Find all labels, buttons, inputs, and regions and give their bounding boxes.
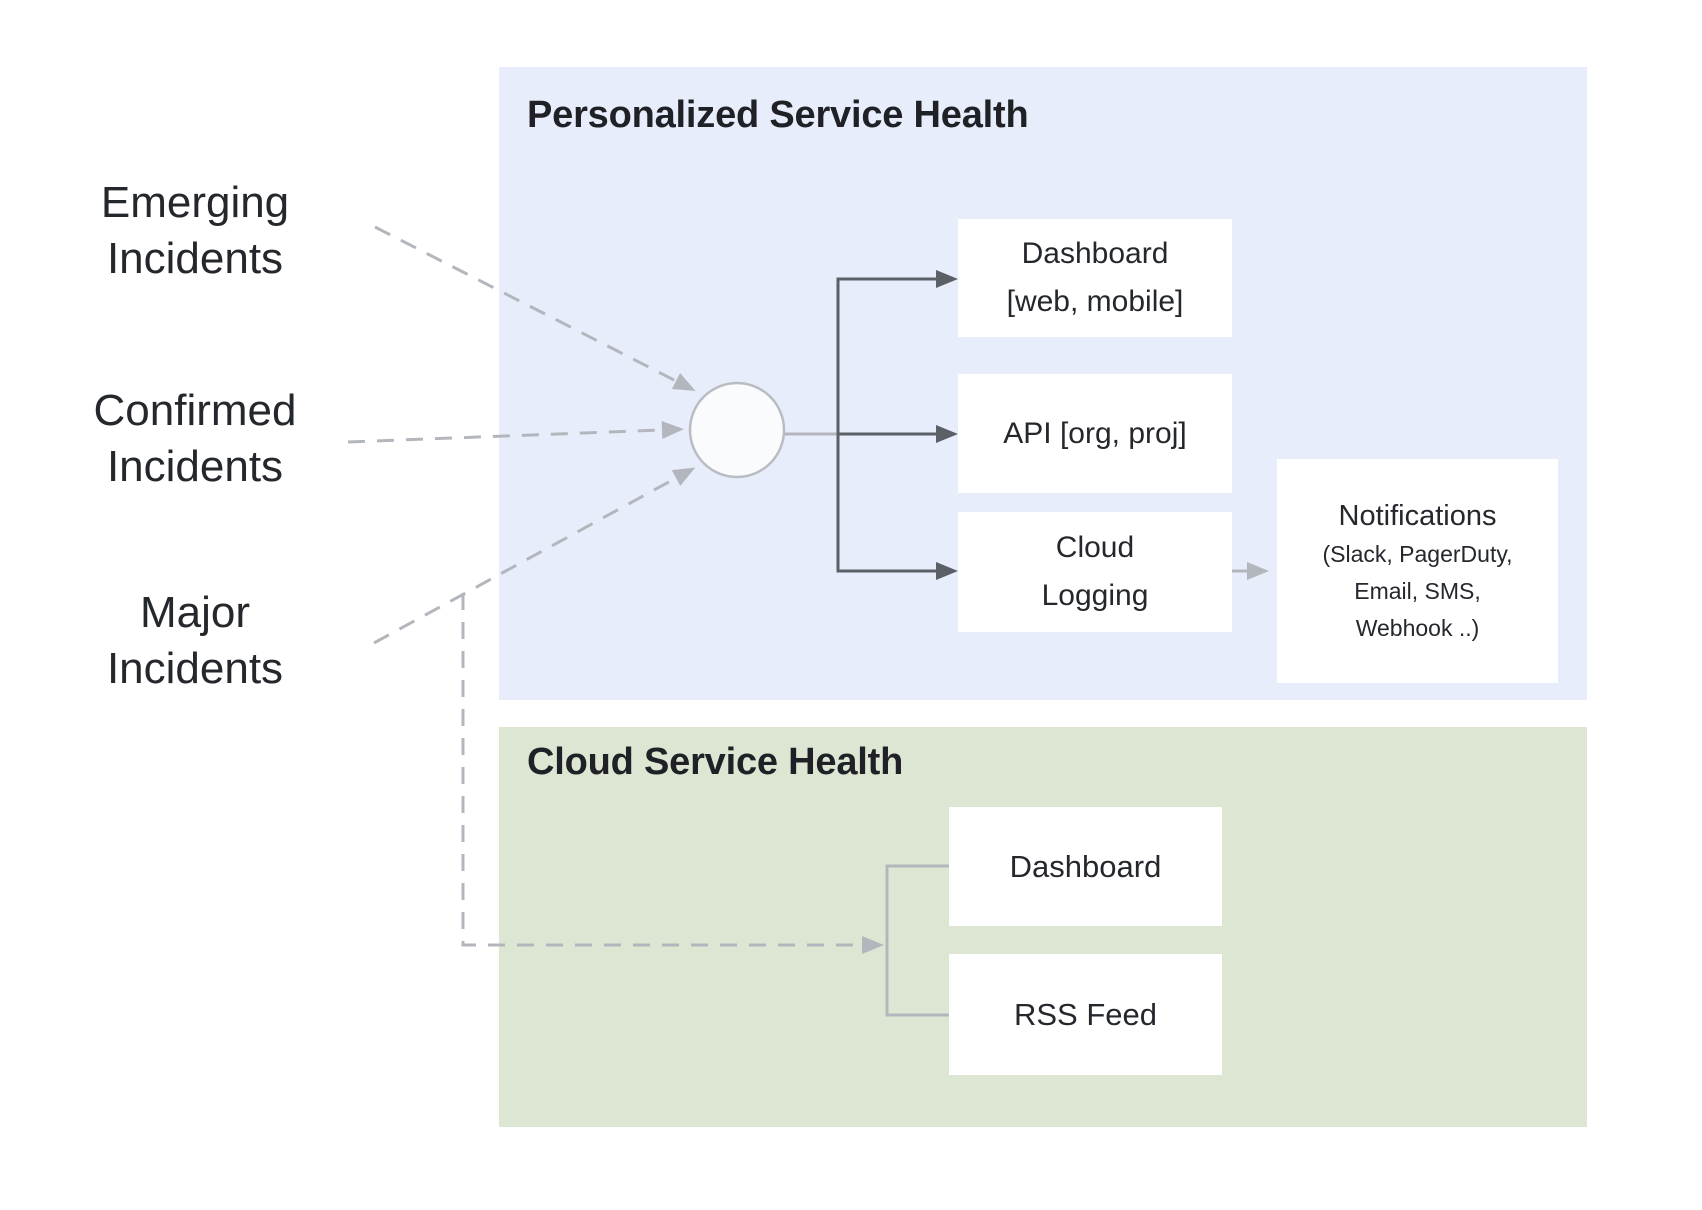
box-cloud-dashboard: Dashboard (949, 807, 1222, 926)
label-confirmed-incidents: Confirmed Incidents (20, 383, 370, 495)
label-line: Emerging (100, 178, 290, 227)
notifications-channels-line: (Slack, PagerDuty, (1322, 540, 1513, 567)
label-line: Incidents (106, 644, 284, 693)
label-line: Major (139, 588, 251, 637)
label-line: Confirmed (93, 386, 297, 435)
box-label-line: Dashboard (1021, 237, 1169, 270)
personalized-panel-title: Personalized Service Health (527, 94, 1029, 136)
box-cloud-logging: Cloud Logging (958, 512, 1232, 632)
cloud-panel-title: Cloud Service Health (527, 741, 904, 783)
box-label-line: Logging (1041, 579, 1149, 612)
notifications-title: Notifications (1338, 499, 1497, 532)
box-api-org-proj: API [org, proj] (958, 374, 1232, 493)
notifications-channels-line: Webhook ..) (1355, 614, 1480, 641)
box-label-line: API [org, proj] (1003, 416, 1187, 450)
label-line: Incidents (106, 442, 284, 491)
box-rss-feed: RSS Feed (949, 954, 1222, 1075)
box-label-line: Cloud (1055, 531, 1135, 564)
box-dashboard-web-mobile: Dashboard [web, mobile] (958, 219, 1232, 337)
box-label-line: Dashboard (1009, 848, 1162, 884)
notifications-channels-line: Email, SMS, (1354, 577, 1481, 604)
label-emerging-incidents: Emerging Incidents (20, 175, 370, 287)
label-line: Incidents (106, 234, 284, 283)
box-label-line: RSS Feed (1013, 996, 1157, 1032)
box-notifications: Notifications (Slack, PagerDuty, Email, … (1277, 459, 1558, 683)
label-major-incidents: Major Incidents (20, 585, 370, 697)
box-label-line: [web, mobile] (1006, 285, 1184, 318)
